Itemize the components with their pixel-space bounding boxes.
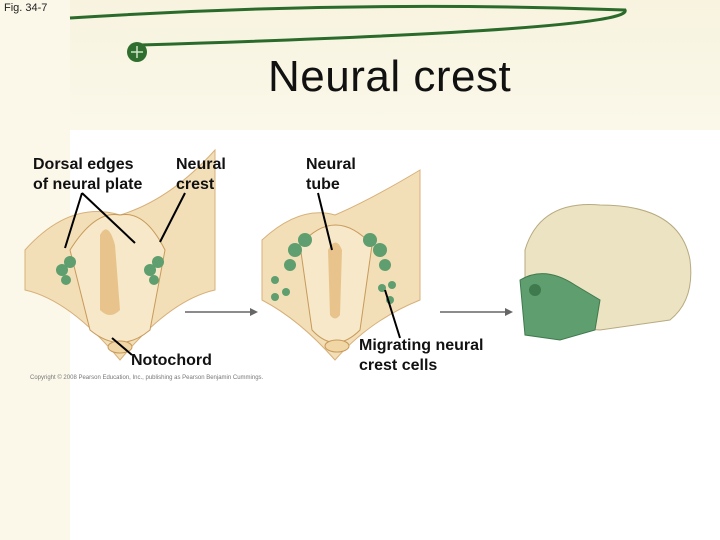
panel-neural-tube — [262, 170, 420, 360]
label-migrating-crest-cells: Migrating neural crest cells — [359, 336, 483, 376]
label-neural-crest: Neural crest — [176, 155, 226, 195]
arrow-icon — [505, 308, 513, 316]
copyright-text: Copyright © 2008 Pearson Education, Inc.… — [30, 375, 263, 381]
decor-curve — [70, 6, 625, 45]
slide-title: Neural crest — [268, 52, 511, 102]
label-neural-tube: Neural tube — [306, 155, 356, 195]
panel-skull — [520, 205, 691, 340]
label-notochord: Notochord — [131, 351, 212, 371]
arrow-icon — [250, 308, 258, 316]
label-dorsal-edges: Dorsal edges of neural plate — [33, 155, 142, 195]
